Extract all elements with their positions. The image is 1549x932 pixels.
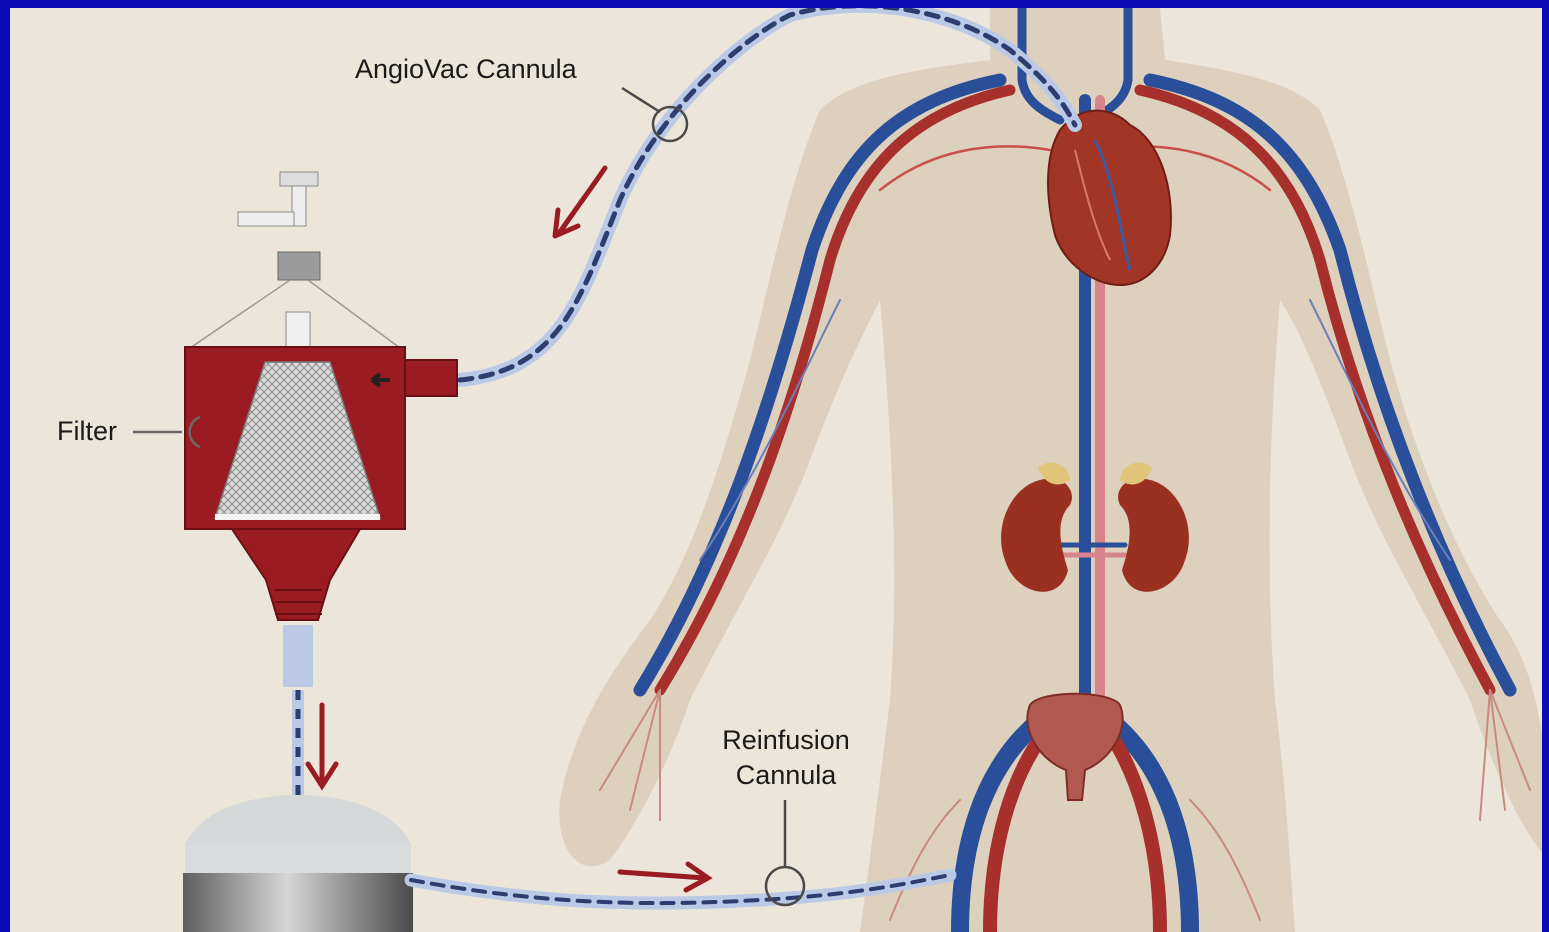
filter-label: Filter [57,414,117,449]
reinfusion-label-line2: Cannula [706,758,866,793]
drainage-tube [283,625,313,800]
diagram-panel: AngioVac Cannula Filter Reinfusion Cannu… [10,8,1542,932]
callout-ring-icon [766,800,804,905]
circuit-illustration [10,8,1542,932]
flow-arrow-icon [555,168,605,236]
flow-arrow-icon [308,705,336,786]
reinfusion-cannula-label: Reinfusion Cannula [706,723,866,793]
pump-reservoir [183,795,413,932]
filter-assembly [185,172,457,620]
reinfusion-label-line1: Reinfusion [706,723,866,758]
angiovac-cannula-label: AngioVac Cannula [355,52,577,87]
flow-arrow-icon [620,864,708,890]
